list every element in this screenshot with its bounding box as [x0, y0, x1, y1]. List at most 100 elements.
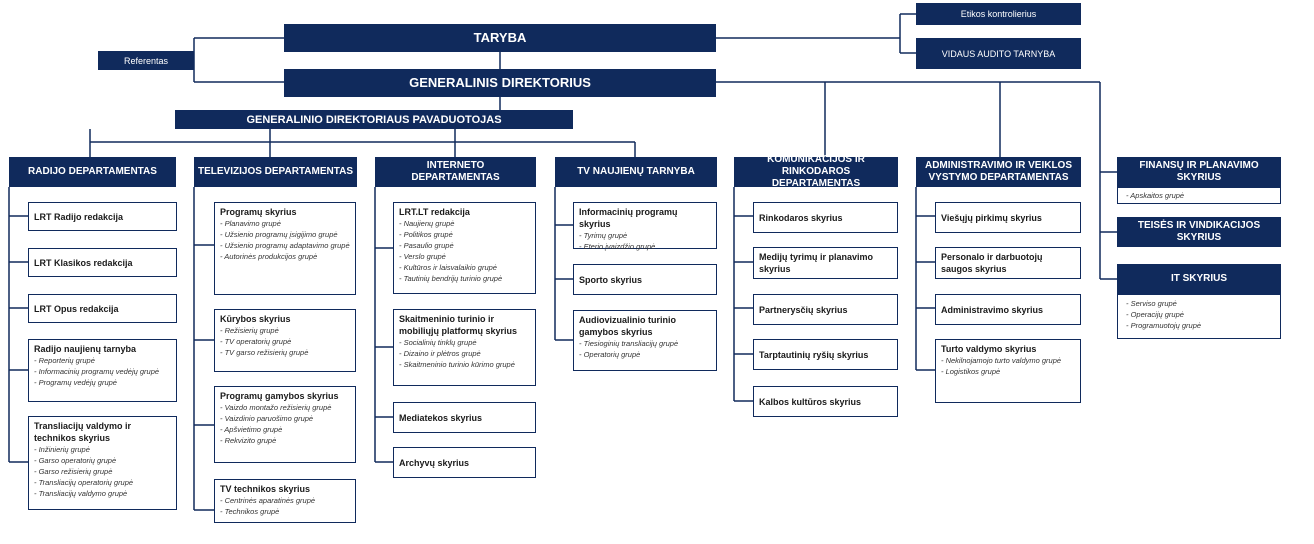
unit-box: Tarptautinių ryšių skyrius: [753, 339, 898, 370]
group-item: - Planavimo grupė: [220, 219, 281, 228]
group-item: - Apšvietimo grupė: [220, 425, 283, 434]
group-item: - Socialinių tinklų grupė: [399, 338, 477, 347]
unit-title: Medijų tyrimų ir planavimo skyrius: [759, 252, 874, 274]
unit-title: Archyvų skyrius: [399, 457, 470, 468]
radio-department-header: RADIJO DEPARTAMENTAS: [9, 157, 176, 187]
unit-title: LRT.LT redakcija: [399, 207, 470, 217]
unit-title: Turto valdymo skyrius: [941, 344, 1037, 354]
unit-box: LRT Klasikos redakcija: [28, 248, 177, 277]
unit-title: Radijo naujienų tarnyba: [34, 344, 137, 354]
unit-box: Kalbos kultūros skyrius: [753, 386, 898, 417]
audit-box: VIDAUS AUDITO TARNYBA: [916, 38, 1081, 69]
unit-box: Audiovizualinio turinio gamybos skyrius …: [573, 310, 717, 371]
group-item: - Inžinierių grupė: [34, 445, 90, 454]
group-item: - Pasaulio grupė: [399, 241, 454, 250]
unit-box: Partnerysčių skyrius: [753, 294, 898, 325]
unit-title: Kalbos kultūros skyrius: [759, 396, 862, 407]
unit-title: Sporto skyrius: [579, 274, 643, 285]
unit-box: LRT Radijo redakcija: [28, 202, 177, 231]
group-item: - Vaizdo montažo režisierių grupė: [220, 403, 332, 412]
group-item: - Technikos grupė: [220, 507, 280, 516]
unit-title: Audiovizualinio turinio gamybos skyrius: [579, 315, 676, 337]
it-group-item: - Serviso grupė: [1126, 299, 1177, 308]
group-item: - Užsienio programų įsigijimo grupė: [220, 230, 338, 239]
group-item: - Logistikos grupė: [941, 367, 1001, 376]
unit-title: Transliacijų valdymo ir technikos skyriu…: [34, 421, 132, 443]
group-item: - Vaizdinio paruošimo grupė: [220, 414, 314, 423]
unit-box: LRT.LT redakcija - Naujienų grupė - Poli…: [393, 202, 536, 294]
finance-group-item: - Apskaitos grupė: [1126, 191, 1185, 200]
unit-box: Radijo naujienų tarnyba - Reporterių gru…: [28, 339, 177, 402]
unit-title: Skaitmeninio turinio ir mobiliųjų platfo…: [399, 314, 518, 336]
unit-box: Programų gamybos skyrius - Vaizdo montaž…: [214, 386, 356, 463]
unit-title: Mediatekos skyrius: [399, 412, 483, 423]
finance-header: FINANSŲ IR PLANAVIMO SKYRIUS: [1117, 157, 1281, 187]
group-item: - Tiesioginių transliacijų grupė: [579, 339, 679, 348]
unit-box: Sporto skyrius: [573, 264, 717, 295]
unit-box: Personalo ir darbuotojų saugos skyrius: [935, 247, 1081, 279]
group-item: - Kultūros ir laisvalaikio grupė: [399, 263, 497, 272]
ethics-box: Etikos kontrolierius: [916, 3, 1081, 25]
unit-title: Informacinių programų skyrius: [579, 207, 678, 229]
it-groups: - Serviso grupė - Operacijų grupė - Prog…: [1117, 294, 1281, 339]
group-item: - Transliacijų valdymo grupė: [34, 489, 128, 498]
group-item: - Garso režisierių grupė: [34, 467, 113, 476]
referent-box: Referentas: [98, 51, 194, 70]
finance-groups: - Apskaitos grupė: [1117, 187, 1281, 204]
group-item: - Informacinių programų vedėjų grupė: [34, 367, 160, 376]
unit-box: Mediatekos skyrius: [393, 402, 536, 433]
unit-box: Archyvų skyrius: [393, 447, 536, 478]
unit-box: Turto valdymo skyrius - Nekilnojamojo tu…: [935, 339, 1081, 403]
group-item: - Autorinės produkcijos grupė: [220, 252, 318, 261]
group-item: - Eterio įvaizdžio grupė: [579, 242, 656, 251]
unit-title: LRT Klasikos redakcija: [34, 257, 133, 268]
it-group-item: - Operacijų grupė: [1126, 310, 1184, 319]
unit-title: Partnerysčių skyrius: [759, 304, 848, 315]
unit-box: TV technikos skyrius - Centrinės aparati…: [214, 479, 356, 523]
group-item: - Užsienio programų adaptavimo grupė: [220, 241, 350, 250]
group-item: - Skaitmeninio turinio kūrimo grupė: [399, 360, 515, 369]
unit-box: Viešųjų pirkimų skyrius: [935, 202, 1081, 233]
group-item: - Režisierių grupė: [220, 326, 279, 335]
unit-box: Kūrybos skyrius - Režisierių grupė - TV …: [214, 309, 356, 372]
group-item: - Centrinės aparatinės grupė: [220, 496, 316, 505]
unit-title: Programų skyrius: [220, 207, 297, 217]
unit-box: Administravimo skyrius: [935, 294, 1081, 325]
board-box: TARYBA: [284, 24, 716, 52]
tv-department-header: TELEVIZIJOS DEPARTAMENTAS: [194, 157, 357, 187]
unit-box: LRT Opus redakcija: [28, 294, 177, 323]
deputy-box: GENERALINIO DIREKTORIAUS PAVADUOTOJAS: [175, 110, 573, 129]
group-item: - Reporterių grupė: [34, 356, 95, 365]
unit-box: Informacinių programų skyrius - Tyrimų g…: [573, 202, 717, 251]
comm-department-header: KOMUNIKACIJOS IR RINKODAROS DEPARTAMENTA…: [734, 154, 898, 189]
legal-header: TEISĖS IR VINDIKACIJOS SKYRIUS: [1117, 217, 1281, 247]
group-item: - Operatorių grupė: [579, 350, 641, 359]
group-item: - Rekvizito grupė: [220, 436, 277, 445]
group-item: - Verslo grupė: [399, 252, 446, 261]
unit-box: Transliacijų valdymo ir technikos skyriu…: [28, 416, 177, 510]
unit-title: Viešųjų pirkimų skyrius: [941, 212, 1042, 223]
it-group-item: - Programuotojų grupė: [1126, 321, 1202, 330]
news-service-header: TV NAUJIENŲ TARNYBA: [555, 157, 717, 187]
unit-box: Rinkodaros skyrius: [753, 202, 898, 233]
unit-title: Kūrybos skyrius: [220, 314, 291, 324]
unit-box: Programų skyrius - Planavimo grupė - Užs…: [214, 202, 356, 295]
unit-title: Administravimo skyrius: [941, 304, 1044, 315]
unit-box: Medijų tyrimų ir planavimo skyrius: [753, 247, 898, 279]
it-header: IT SKYRIUS: [1117, 264, 1281, 294]
unit-title: TV technikos skyrius: [220, 484, 311, 494]
group-item: - Tautinių bendrijų turinio grupė: [399, 274, 503, 283]
unit-title: Tarptautinių ryšių skyrius: [759, 349, 869, 360]
group-item: - Naujienų grupė: [399, 219, 455, 228]
internet-department-header: INTERNETO DEPARTAMENTAS: [375, 157, 536, 187]
group-item: - Dizaino ir plėtros grupė: [399, 349, 481, 358]
group-item: - Transliacijų operatorių grupė: [34, 478, 134, 487]
group-item: - Tyrimų grupė: [579, 231, 628, 240]
group-item: - Garso operatorių grupė: [34, 456, 117, 465]
group-item: - TV operatorių grupė: [220, 337, 292, 346]
unit-title: LRT Opus redakcija: [34, 303, 119, 314]
admin-department-header: ADMINISTRAVIMO IR VEIKLOS VYSTYMO DEPART…: [916, 157, 1081, 187]
unit-title: Programų gamybos skyrius: [220, 391, 339, 401]
unit-box: Skaitmeninio turinio ir mobiliųjų platfo…: [393, 309, 536, 386]
